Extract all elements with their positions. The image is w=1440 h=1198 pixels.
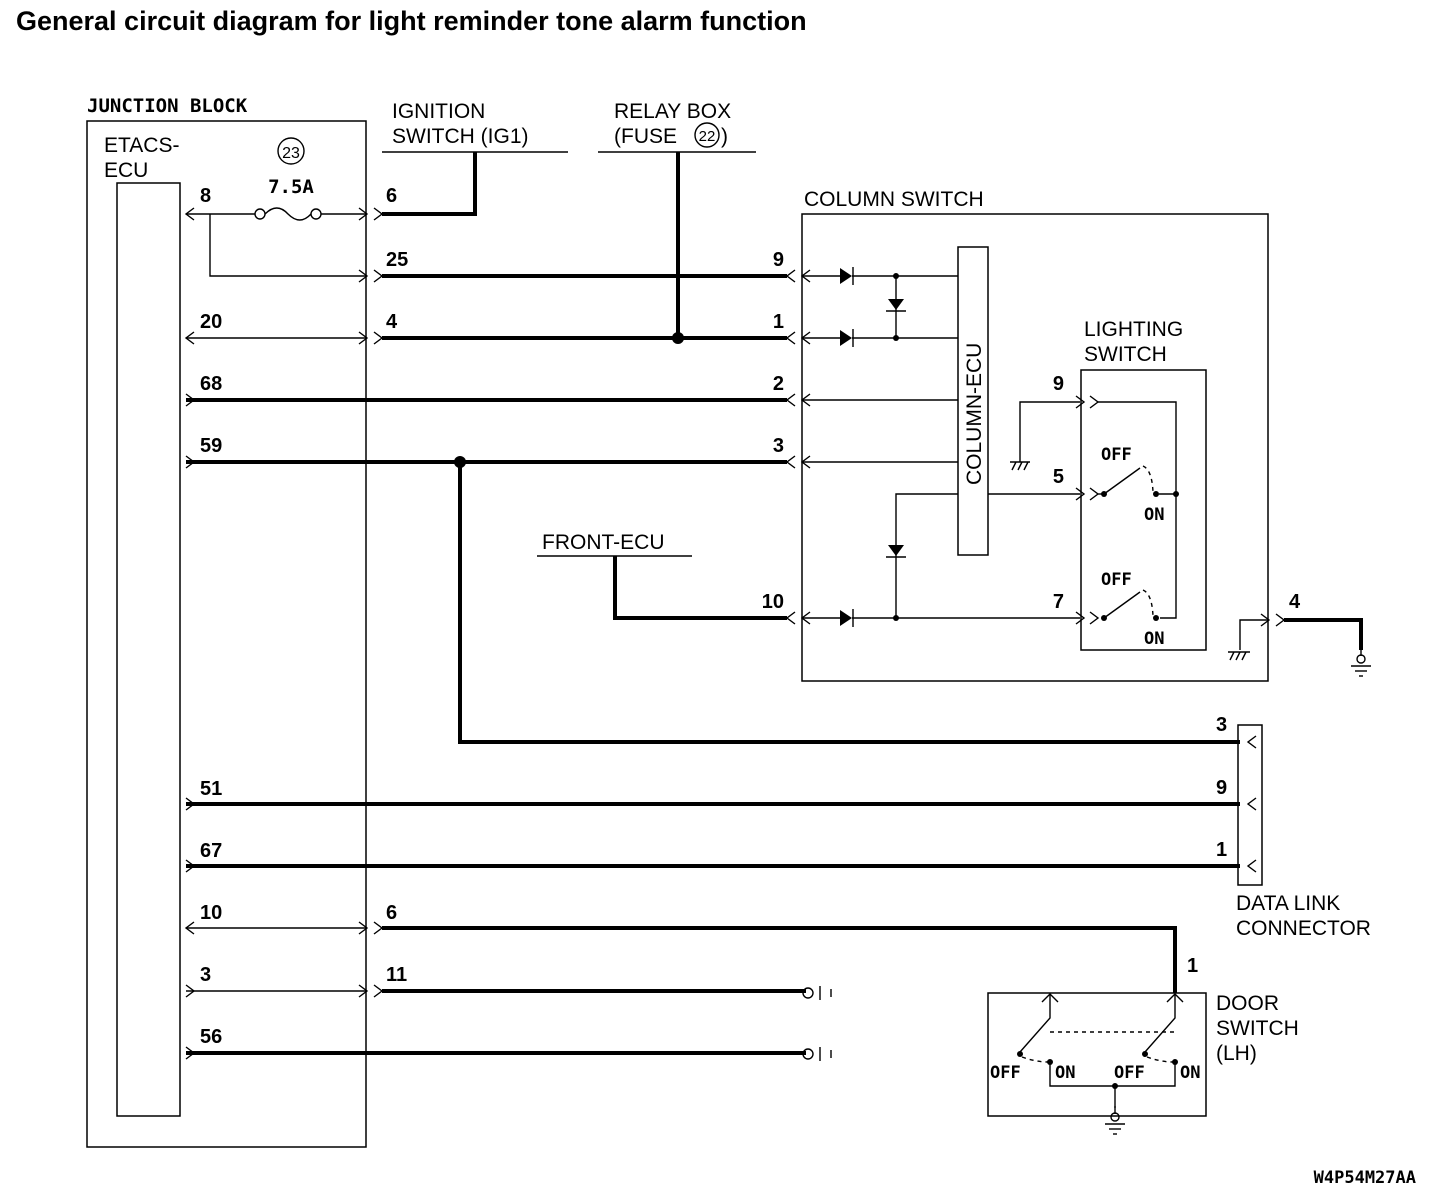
- front-ecu-label: FRONT-ECU: [542, 531, 665, 554]
- relay-box: RELAY BOX (FUSE 22 ): [598, 100, 756, 153]
- column-switch-pin: 10: [762, 591, 784, 613]
- door-switch-off-label: OFF: [1114, 1063, 1145, 1083]
- column-switch-pin: 9: [773, 249, 784, 271]
- column-switch-pin: 3: [773, 435, 784, 457]
- lighting-switch-line2: SWITCH: [1084, 343, 1167, 366]
- lighting-switch: LIGHTING SWITCH 9 5 7 OFF ON OFF ON: [1053, 318, 1207, 651]
- fuse-23: 23 7.5A: [254, 137, 322, 221]
- column-ecu-box: [957, 246, 989, 556]
- junction-block-label: JUNCTION BLOCK: [87, 95, 248, 117]
- lighting-switch-on-label: ON: [1144, 629, 1164, 649]
- jb-pin: 6: [386, 902, 397, 924]
- junction-block-out-pins: 6 25 4 6 11: [386, 185, 408, 986]
- ignition-switch-line2: SWITCH (IG1): [392, 125, 529, 148]
- page-title: General circuit diagram for light remind…: [16, 6, 807, 36]
- column-switch-pin: 4: [1289, 591, 1301, 613]
- ecu-pin: 20: [200, 311, 222, 333]
- ecu-pin: 67: [200, 840, 222, 862]
- open-connector-11: [802, 986, 832, 1000]
- ecu-pin: 8: [200, 185, 211, 207]
- door-switch-off-label: OFF: [990, 1063, 1021, 1083]
- relay-box-line2-post: ): [721, 125, 728, 148]
- lighting-switch-off-label: OFF: [1101, 570, 1132, 590]
- main-wires: [382, 152, 1240, 993]
- column-switch-ground-wire: [1284, 618, 1372, 677]
- column-switch-pin: 1: [773, 311, 784, 333]
- fuse-23-number: 23: [282, 145, 300, 162]
- lighting-switch-pin: 9: [1053, 373, 1064, 395]
- jb-pin: 4: [386, 311, 398, 333]
- figure-code: W4P54M27AA: [1314, 1168, 1416, 1188]
- door-switch-on-label: ON: [1055, 1063, 1075, 1083]
- door-switch-line2: SWITCH: [1216, 1017, 1299, 1040]
- jb-pin: 6: [386, 185, 397, 207]
- open-connector-56: [802, 1047, 832, 1061]
- ignition-switch-line1: IGNITION: [392, 100, 485, 123]
- relay-fuse-number: 22: [699, 128, 716, 145]
- relay-box-line1: RELAY BOX: [614, 100, 731, 123]
- column-switch-pin: 2: [773, 373, 784, 395]
- door-switch-line3: (LH): [1216, 1042, 1257, 1065]
- jb-internal-wires: [186, 213, 1240, 1055]
- relay-box-line2-pre: (FUSE: [614, 125, 677, 148]
- ignition-switch: IGNITION SWITCH (IG1): [382, 100, 568, 153]
- jb-pin: 25: [386, 249, 408, 271]
- column-switch-label: COLUMN SWITCH: [804, 188, 984, 211]
- ecu-pin: 10: [200, 902, 222, 924]
- ecu-pin: 3: [200, 964, 211, 986]
- dlc-pin: 3: [1216, 714, 1227, 736]
- etacs-ecu-pins: 8 20 68 59 51 67 10 3 56: [200, 185, 222, 1048]
- lighting-switch-pin: 5: [1053, 466, 1064, 488]
- etacs-ecu-label-line1: ETACS-: [104, 134, 179, 157]
- door-switch: 1 DOOR SWITCH (LH) OFF ON OFF ON: [987, 955, 1299, 1135]
- ecu-pin: 51: [200, 778, 222, 800]
- door-switch-line1: DOOR: [1216, 992, 1279, 1015]
- door-switch-pin: 1: [1187, 955, 1198, 977]
- column-switch: COLUMN SWITCH 9 1 2 3 10 4 COLUMN-ECU: [762, 188, 1301, 682]
- column-ecu-label: COLUMN-ECU: [963, 343, 986, 485]
- etacs-ecu-label-line2: ECU: [104, 159, 148, 182]
- front-ecu: FRONT-ECU: [537, 531, 692, 557]
- ecu-arrowheads: [184, 207, 196, 1060]
- etacs-ecu-box: [116, 182, 181, 1117]
- data-link-connector: 3 9 1 DATA LINK CONNECTOR: [1216, 714, 1371, 940]
- ecu-pin: 59: [200, 435, 222, 457]
- dlc-pin: 1: [1216, 839, 1227, 861]
- fuse-23-rating: 7.5A: [268, 176, 314, 198]
- ecu-pin: 56: [200, 1026, 222, 1048]
- lighting-switch-on-label: ON: [1144, 505, 1164, 525]
- ecu-pin: 68: [200, 373, 222, 395]
- dlc-label-line1: DATA LINK: [1236, 892, 1340, 915]
- dlc-label-line2: CONNECTOR: [1236, 917, 1371, 940]
- door-switch-on-label: ON: [1180, 1063, 1200, 1083]
- jb-boundary-arrows: [358, 207, 384, 998]
- junction-block: JUNCTION BLOCK ETACS- ECU 23 7.5A: [86, 95, 367, 1148]
- dlc-pin: 9: [1216, 777, 1227, 799]
- lighting-switch-pin: 7: [1053, 591, 1064, 613]
- lighting-switch-line1: LIGHTING: [1084, 318, 1183, 341]
- jb-pin: 11: [386, 964, 407, 986]
- lighting-switch-off-label: OFF: [1101, 445, 1132, 465]
